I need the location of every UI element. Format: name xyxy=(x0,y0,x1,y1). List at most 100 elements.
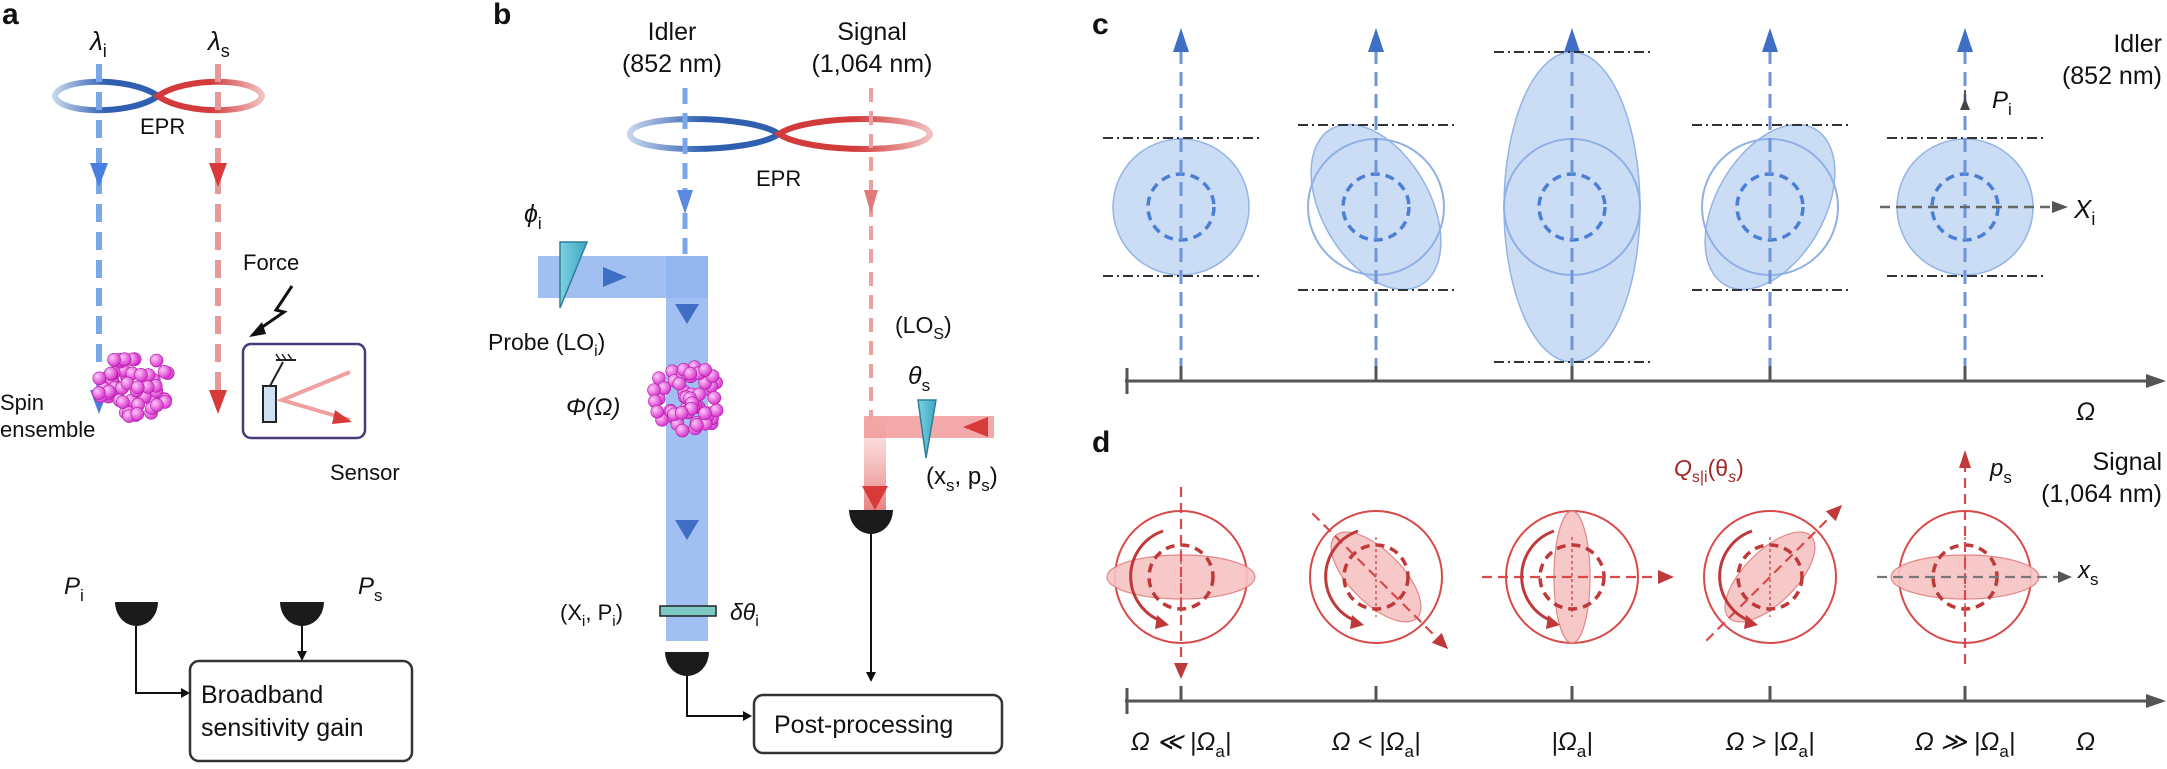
idler-label-c: Idler(852 nm) xyxy=(2062,30,2162,90)
omega-tick-label: Ω ≫ |Ωa| xyxy=(1915,728,2016,761)
atom xyxy=(675,423,690,438)
rotation-arrow-head xyxy=(1546,615,1560,629)
lambda-i-label: λi xyxy=(88,26,107,61)
atom xyxy=(709,403,724,418)
dtheta-label: δθi xyxy=(730,599,759,630)
wire-signal-b-arrow xyxy=(866,672,876,682)
p-axis-c-arrow xyxy=(1368,28,1384,52)
X-i-label-c: Xi xyxy=(2073,194,2095,229)
x-axis-d-arrow xyxy=(2058,571,2072,583)
atom xyxy=(134,368,148,382)
detector-signal-a xyxy=(280,602,324,626)
q-axis-d-arrow xyxy=(1174,663,1188,679)
panel-d: d Signal(1,064 nm) Ω Qs|i(θs) ps xs Ω ≪ … xyxy=(1092,426,2166,761)
q-axis-d-arrow xyxy=(1658,570,1674,584)
atom xyxy=(92,386,106,400)
p-inner-arrow xyxy=(1960,98,1970,110)
atom xyxy=(672,376,687,391)
panel-b: b Idler(852 nm) Signal(1,064 nm) EPR ϕi … xyxy=(488,0,1004,755)
theta-s-label: θs xyxy=(908,362,930,395)
spin-ensemble-b xyxy=(647,360,724,438)
gain-box xyxy=(188,659,414,763)
omega-tick-label: |Ωa| xyxy=(1551,728,1592,761)
wire-signal-a-arrow xyxy=(297,651,307,661)
rotation-arrow-head xyxy=(1744,615,1758,629)
Q-label: Qs|i(θs) xyxy=(1674,455,1744,486)
x-s-label-d: xs xyxy=(2077,557,2099,589)
idler-label-b: Idler(852 nm) xyxy=(622,18,722,78)
p-axis-c-arrow xyxy=(1762,28,1778,52)
probe-arrow-1 xyxy=(603,267,627,287)
atom xyxy=(707,391,722,405)
Xi-Pi-label: (Xi, Pi) xyxy=(560,600,623,630)
force-label: Force xyxy=(243,250,299,275)
waveplate xyxy=(659,605,717,617)
q-axis-d xyxy=(1307,508,1445,646)
rotation-arrow xyxy=(1520,529,1555,623)
lambda-s-label: λs xyxy=(206,26,230,61)
omega-tick-label: Ω < |Ωa| xyxy=(1332,728,1421,761)
phi-i-label: ϕi xyxy=(524,200,542,233)
epr-label-a: EPR xyxy=(140,114,185,139)
signal-arrow-a2 xyxy=(209,390,227,414)
rotation-arrow-head xyxy=(1350,615,1364,629)
force-arrow-head xyxy=(249,322,266,337)
epr-lobe-idler-b xyxy=(626,116,785,152)
wire-idler-b-arrow xyxy=(743,711,752,721)
atom xyxy=(149,353,164,368)
rotation-arrow-head xyxy=(1155,615,1169,629)
q-axis-d xyxy=(1701,508,1839,646)
atom xyxy=(130,380,145,395)
sensor-beam xyxy=(275,370,351,422)
spin-ensemble-a xyxy=(92,352,175,423)
omega-axis-d-arrow xyxy=(2146,694,2166,708)
wire-idler-b xyxy=(686,676,745,717)
sensor-label: Sensor xyxy=(330,460,400,485)
lo-arrow-v xyxy=(862,486,888,510)
rotation-arrow xyxy=(1324,529,1359,623)
signal-arrow-b1 xyxy=(864,190,878,214)
force-lightning xyxy=(257,285,294,332)
sensor-mount-hatch xyxy=(275,353,293,361)
signal-label-d: Signal(1,064 nm) xyxy=(2041,448,2162,508)
idler-arrow-a1 xyxy=(90,163,108,187)
atom xyxy=(92,371,107,386)
panel-a-letter: a xyxy=(2,0,19,31)
wire-idler-a-arrow xyxy=(181,688,190,698)
p-axis-c-arrow xyxy=(1957,28,1973,52)
omega-axis-c-arrow xyxy=(2146,374,2166,388)
rotation-arrow xyxy=(1129,529,1164,623)
atom xyxy=(107,352,121,367)
p-i-label: Pi xyxy=(64,573,84,605)
atom xyxy=(674,406,689,420)
xs-ps-label: (xs, ps) xyxy=(926,463,998,495)
signal-label-b: Signal(1,064 nm) xyxy=(812,18,933,78)
omega-label-c: Ω xyxy=(2076,398,2095,426)
p-s-label: Ps xyxy=(358,573,383,605)
q-axis-d-arrow xyxy=(1825,504,1843,522)
probe-label: Probe (LOi) xyxy=(488,329,605,360)
Phi-label: Φ(Ω) xyxy=(566,394,620,421)
atom xyxy=(698,363,712,377)
p-axis-c-arrow xyxy=(1173,28,1189,52)
omega-tick-label: Ω ≪ |Ωa| xyxy=(1131,728,1232,761)
panel-c: c Idler(852 nm) Ω Pi Xi xyxy=(1092,8,2166,426)
atom xyxy=(104,366,118,381)
detector-idler-b xyxy=(665,652,709,676)
post-processing-box xyxy=(752,693,1004,755)
atom xyxy=(690,418,704,432)
atom xyxy=(150,398,164,412)
sensor-beam-arrow xyxy=(332,410,352,424)
p-axis-c-arrow xyxy=(1564,28,1580,52)
p-axis-d-arrow xyxy=(1959,450,1971,468)
panel-c-letter: c xyxy=(1092,8,1109,41)
p-s-label-d: ps xyxy=(1989,455,2012,487)
lo-arrow-h xyxy=(963,417,988,437)
epr-lobe-signal-b xyxy=(773,116,934,152)
idler-arrow-b1 xyxy=(677,190,693,214)
atom xyxy=(698,406,712,421)
sensor-mount xyxy=(269,361,284,387)
